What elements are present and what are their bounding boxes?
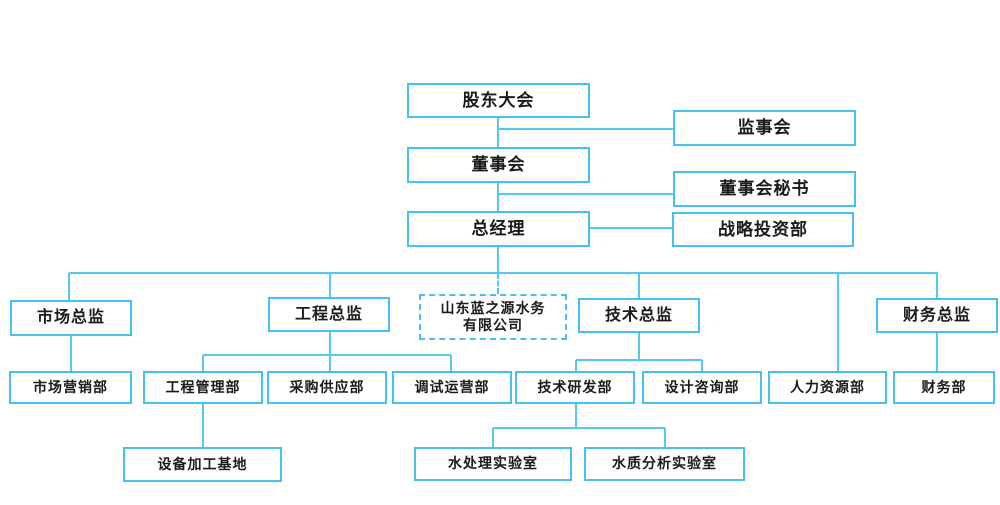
node-water-quality-analysis-lab: 水质分析实验室 xyxy=(584,447,745,481)
connector-line xyxy=(837,273,839,371)
connector-line xyxy=(498,193,673,195)
node-company: 山东蓝之源水务 有限公司 xyxy=(419,294,567,340)
node-finance-dept: 财务部 xyxy=(893,371,995,404)
connector-line xyxy=(638,273,640,298)
connector-line xyxy=(576,359,702,361)
connector-line xyxy=(68,273,70,300)
node-marketing-dept: 市场营销部 xyxy=(9,371,132,404)
connector-line xyxy=(936,273,938,298)
connector-line xyxy=(69,272,938,274)
connector-line xyxy=(497,273,499,294)
node-engineering-director: 工程总监 xyxy=(268,297,390,332)
node-shareholders-meeting: 股东大会 xyxy=(407,83,590,118)
node-engineering-mgmt-dept: 工程管理部 xyxy=(143,371,263,404)
connector-line xyxy=(498,128,673,130)
connector-line xyxy=(590,227,672,229)
node-marketing-director: 市场总监 xyxy=(10,300,132,336)
connector-line xyxy=(492,428,494,447)
connector-line xyxy=(493,427,665,429)
node-procurement-supply-dept: 采购供应部 xyxy=(267,371,387,404)
node-design-consulting-dept: 设计咨询部 xyxy=(642,371,762,404)
connector-line xyxy=(203,354,451,356)
node-board-secretary: 董事会秘书 xyxy=(673,171,856,207)
connector-line xyxy=(701,360,703,371)
node-general-manager: 总经理 xyxy=(407,211,590,247)
node-commissioning-ops-dept: 调试运营部 xyxy=(392,371,512,404)
connector-line xyxy=(450,355,452,371)
connector-line xyxy=(936,333,938,371)
node-equipment-processing-base: 设备加工基地 xyxy=(123,447,282,482)
connector-line xyxy=(497,183,499,211)
node-strategic-investment-dept: 战略投资部 xyxy=(672,212,854,247)
connector-line xyxy=(575,360,577,371)
connector-line xyxy=(329,332,331,371)
connector-line xyxy=(575,404,577,428)
connector-line xyxy=(497,118,499,147)
node-finance-director: 财务总监 xyxy=(876,298,998,333)
node-water-treatment-lab: 水处理实验室 xyxy=(414,447,572,481)
connector-line xyxy=(329,273,331,297)
node-supervisory-board: 监事会 xyxy=(673,110,856,146)
connector-line xyxy=(664,428,666,447)
node-technical-director: 技术总监 xyxy=(578,298,700,333)
connector-line xyxy=(497,247,499,273)
node-board-of-directors: 董事会 xyxy=(407,147,590,183)
connector-line xyxy=(202,404,204,447)
connector-line xyxy=(70,336,72,371)
node-hr-dept: 人力资源部 xyxy=(768,371,887,404)
connector-line xyxy=(638,333,640,360)
connector-line xyxy=(202,355,204,371)
node-tech-rnd-dept: 技术研发部 xyxy=(515,371,635,404)
